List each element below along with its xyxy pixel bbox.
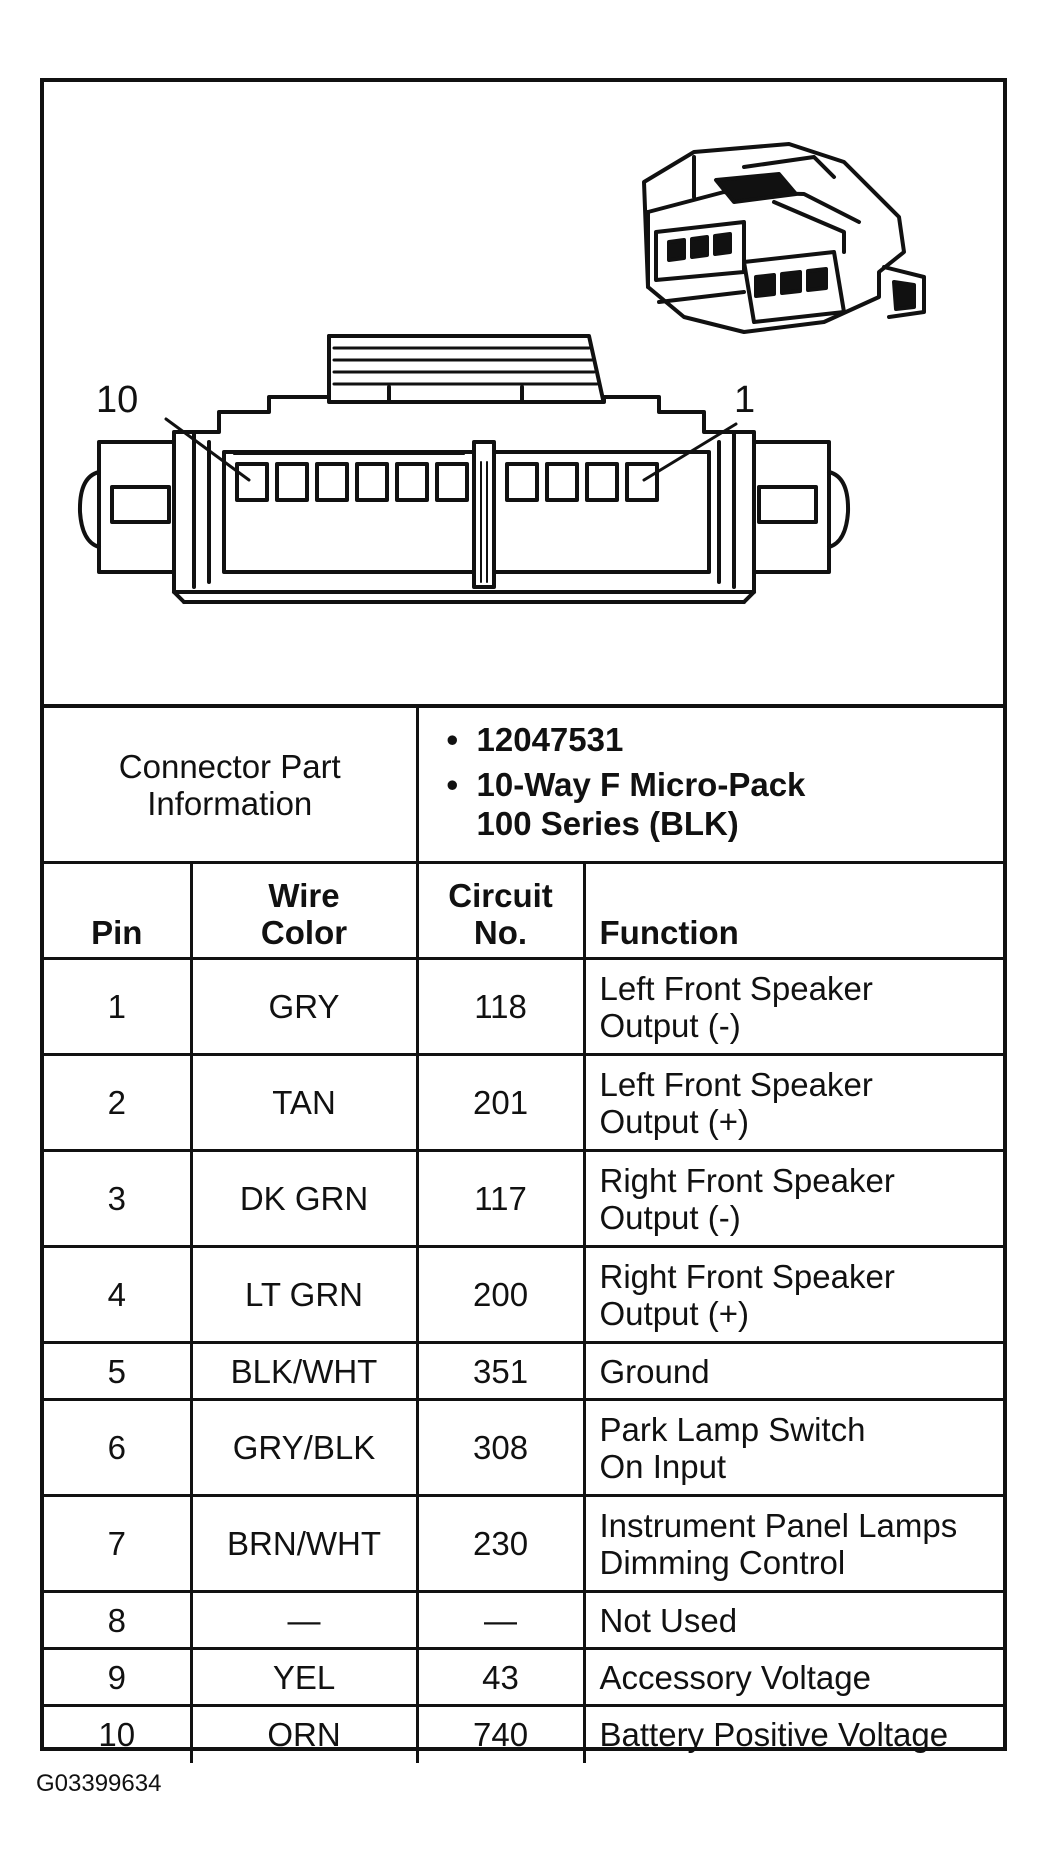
function-cell: Right Front Speaker Output (-): [582, 1149, 1004, 1248]
pin-cell: 9: [44, 1647, 193, 1707]
table-row: 4 LT GRN 200 Right Front Speaker Output …: [44, 1245, 1004, 1344]
function-cell: Accessory Voltage: [582, 1647, 1004, 1707]
table-row: 9 YEL 43 Accessory Voltage: [44, 1647, 1004, 1707]
pin-cell: 10: [44, 1704, 193, 1763]
pinout-table: Connector Part Information 12047531 10-W…: [44, 704, 1004, 1763]
circuit-cell: 740: [415, 1704, 586, 1763]
pin-cell: 6: [44, 1398, 193, 1497]
wire-color-cell: GRY/BLK: [189, 1398, 419, 1497]
wire-color-cell: LT GRN: [189, 1245, 419, 1344]
pin-cell: 4: [44, 1245, 193, 1344]
function-cell: Ground: [582, 1341, 1004, 1401]
header-row: Pin Wire Color Circuit No. Function: [44, 861, 1004, 960]
table-row: 1 GRY 118 Left Front Speaker Output (-): [44, 957, 1004, 1056]
connector-3d-illustration: [642, 142, 926, 334]
pin-cell: 5: [44, 1341, 193, 1401]
circuit-cell: 230: [415, 1494, 586, 1593]
function-cell: Battery Positive Voltage: [582, 1704, 1004, 1763]
connector-description: 10-Way F Micro-Pack 100 Series (BLK): [447, 765, 1004, 843]
function-cell: Park Lamp Switch On Input: [582, 1398, 1004, 1497]
wire-color-cell: GRY: [189, 957, 419, 1056]
table-row: 8 — — Not Used: [44, 1590, 1004, 1650]
connector-diagram: 10 1: [44, 82, 1003, 704]
header-circuit-no: Circuit No.: [415, 861, 586, 960]
function-cell: Not Used: [582, 1590, 1004, 1650]
circuit-cell: —: [415, 1590, 586, 1650]
circuit-cell: 200: [415, 1245, 586, 1344]
figure-code: G03399634: [36, 1770, 162, 1797]
pin-label-1: 1: [734, 379, 755, 421]
header-function: Function: [582, 861, 1004, 960]
pin-cell: 7: [44, 1494, 193, 1593]
diagram-frame: 10 1 Connector Part Information 12047531…: [40, 78, 1007, 1763]
function-cell: Instrument Panel Lamps Dimming Control: [582, 1494, 1004, 1593]
connector-face-view: [77, 334, 851, 604]
table-row: 3 DK GRN 117 Right Front Speaker Output …: [44, 1149, 1004, 1248]
circuit-cell: 201: [415, 1053, 586, 1152]
wire-color-cell: DK GRN: [189, 1149, 419, 1248]
header-wire-color: Wire Color: [189, 861, 419, 960]
pin-cell: 3: [44, 1149, 193, 1248]
pin-cell: 1: [44, 957, 193, 1056]
table-row: 5 BLK/WHT 351 Ground: [44, 1341, 1004, 1401]
wire-color-cell: BRN/WHT: [189, 1494, 419, 1593]
circuit-cell: 308: [415, 1398, 586, 1497]
pin-cell: 8: [44, 1590, 193, 1650]
function-cell: Right Front Speaker Output (+): [582, 1245, 1004, 1344]
table-row: 7 BRN/WHT 230 Instrument Panel Lamps Dim…: [44, 1494, 1004, 1593]
circuit-cell: 43: [415, 1647, 586, 1707]
wire-color-cell: YEL: [189, 1647, 419, 1707]
circuit-cell: 118: [415, 957, 586, 1056]
header-pin: Pin: [44, 861, 193, 960]
connector-info-details: 12047531 10-Way F Micro-Pack 100 Series …: [415, 704, 1004, 864]
wire-color-cell: BLK/WHT: [189, 1341, 419, 1401]
wire-color-cell: —: [189, 1590, 419, 1650]
circuit-cell: 117: [415, 1149, 586, 1248]
connector-info-label: Connector Part Information: [44, 704, 419, 864]
part-number: 12047531: [447, 720, 1004, 759]
circuit-cell: 351: [415, 1341, 586, 1401]
table-row: 10 ORN 740 Battery Positive Voltage: [44, 1704, 1004, 1763]
connector-info-row: Connector Part Information 12047531 10-W…: [44, 704, 1004, 864]
table-row: 6 GRY/BLK 308 Park Lamp Switch On Input: [44, 1398, 1004, 1497]
function-cell: Left Front Speaker Output (+): [582, 1053, 1004, 1152]
function-cell: Left Front Speaker Output (-): [582, 957, 1004, 1056]
pin-label-10: 10: [96, 379, 138, 421]
pin-cell: 2: [44, 1053, 193, 1152]
wire-color-cell: ORN: [189, 1704, 419, 1763]
wire-color-cell: TAN: [189, 1053, 419, 1152]
table-row: 2 TAN 201 Left Front Speaker Output (+): [44, 1053, 1004, 1152]
